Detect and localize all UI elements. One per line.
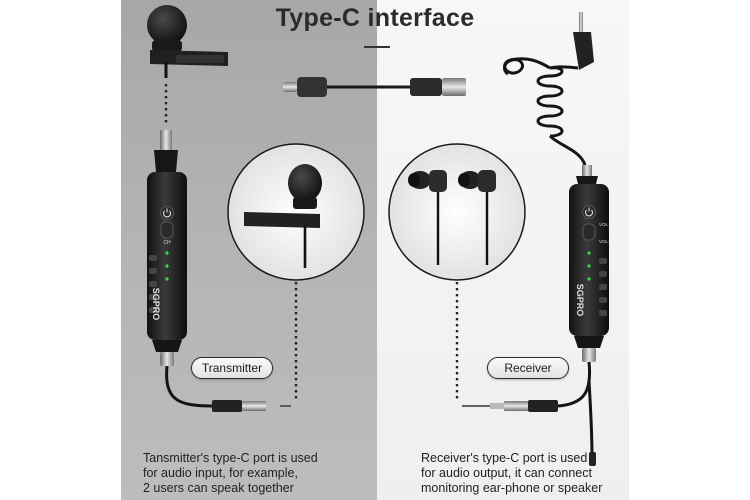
transmitter-label: Transmitter [191, 357, 273, 379]
transmitter-caption-line: for audio input, for example, [143, 466, 298, 480]
receiver-caption-line: for audio output, it can connect [421, 466, 592, 480]
type-c-adapter-icon [283, 77, 466, 97]
receiver-caption: Receiver's type-C port is used for audio… [421, 451, 631, 496]
power-icon [160, 206, 174, 220]
transmitter-cable [165, 365, 291, 412]
receiver-brand: SGPRO [575, 284, 585, 317]
indicator-leds [165, 251, 169, 281]
transmitter-button-label: CH [163, 240, 171, 246]
transmitter-caption: Tansmitter's type-C port is used for aud… [143, 451, 373, 496]
lavalier-microphone-icon [227, 143, 365, 281]
earphones-icon [388, 143, 526, 281]
receiver-caption-line: monitoring ear-phone or speaker [421, 481, 603, 495]
receiver-caption-line: Receiver's type-C port is used [421, 451, 588, 465]
receiver-device: VOL+ VOL- SGPRO [569, 165, 611, 362]
coiled-cable-icon [503, 12, 594, 166]
transmitter-brand: SGPRO [151, 288, 161, 321]
lavalier-microphone-icon [147, 5, 228, 78]
transmitter-caption-line: Tansmitter's type-C port is used [143, 451, 318, 465]
transmitter-caption-line: 2 users can speak together [143, 481, 294, 495]
power-icon [582, 205, 596, 219]
indicator-leds [587, 251, 591, 281]
title-underline [364, 46, 390, 48]
page-title: Type-C interface [275, 4, 475, 32]
transmitter-device: CH SGPRO [147, 130, 187, 366]
receiver-vol-down-label: VOL- [599, 239, 610, 244]
receiver-cable [462, 361, 596, 466]
receiver-label: Receiver [487, 357, 569, 379]
receiver-vol-up-label: VOL+ [599, 222, 611, 227]
